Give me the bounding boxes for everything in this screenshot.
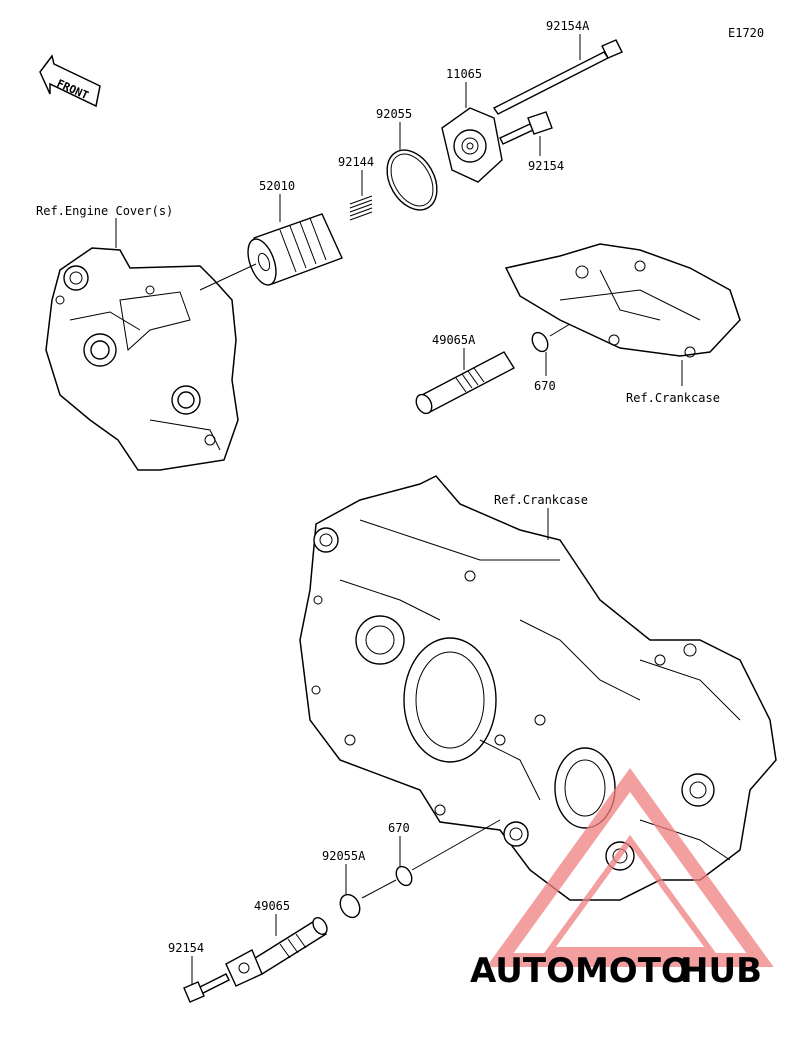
o-ring-92055 [386,149,438,211]
label-670-bottom: 670 [388,821,410,835]
watermark-text-part1: AUTOMOTO [470,951,690,991]
bolt-92154A [492,39,623,115]
label-49065A: 49065A [432,333,476,347]
front-arrow-icon: FRONT [39,54,101,108]
watermark-logo [486,768,774,967]
watermark-text-part2: HUB [680,951,762,991]
spring [349,195,373,221]
washer-670-bottom [395,865,413,887]
bolt-92154-bottom [183,973,230,1003]
ref-crankcase-main-label: Ref.Crankcase [494,493,588,507]
label-92154A: 92154A [546,19,590,33]
label-11065: 11065 [446,67,482,81]
oil-filter [247,213,343,286]
ref-crankcase-top-label: Ref.Crankcase [626,391,720,405]
filter-cover [441,107,503,183]
crankcase-section-top [504,243,741,358]
label-52010: 52010 [259,179,295,193]
label-92154-bottom: 92154 [168,941,204,955]
label-92055: 92055 [376,107,412,121]
crankcase-main [299,475,777,901]
ref-engine-cover-label: Ref.Engine Cover(s) [36,204,173,218]
label-92154-top: 92154 [528,159,564,173]
label-92055A: 92055A [322,849,366,863]
engine-cover [45,247,239,471]
bolt-92154-top [499,111,553,145]
diagram-code: E1720 [728,26,764,40]
label-670-top: 670 [534,379,556,393]
label-49065: 49065 [254,899,290,913]
washer-670-top [531,331,549,353]
strainer-49065 [225,917,328,987]
o-ring-92055A [339,893,361,919]
strainer-49065A [415,351,515,415]
label-92144: 92144 [338,155,374,169]
